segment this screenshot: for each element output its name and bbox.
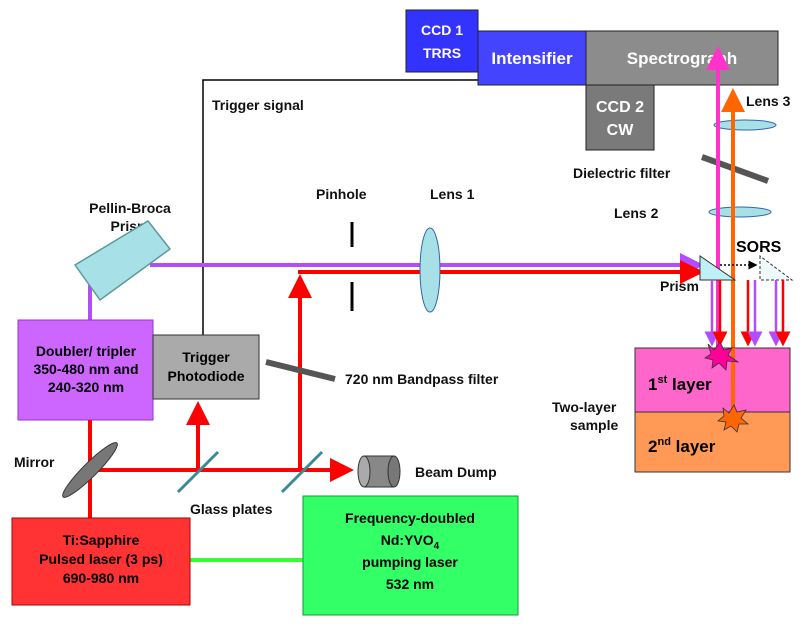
doubler-label: Doubler/ tripler	[36, 343, 137, 359]
ccd1-mode: TRRS	[423, 45, 461, 61]
ti-sapphire-label: Ti:Sapphire	[63, 532, 140, 548]
incident-beams-down	[704, 280, 791, 347]
lens1-label: Lens 1	[430, 186, 475, 202]
intensifier-label: Intensifier	[491, 49, 573, 68]
layer1-label: 1st layer	[648, 374, 712, 394]
ti-sapphire-pulse: Pulsed laser (3 ps)	[39, 551, 163, 567]
bandpass-label: 720 nm Bandpass filter	[345, 371, 499, 387]
bandpass-filter	[265, 359, 336, 382]
ccd2-box	[585, 84, 655, 151]
lens1	[419, 227, 441, 313]
trigger-signal-line	[202, 79, 480, 335]
beam-dump	[357, 455, 401, 488]
lens2-label: Lens 2	[614, 205, 659, 221]
nd-yvo4-wavelength: 532 nm	[386, 576, 434, 592]
lens3-label: Lens 3	[746, 93, 791, 109]
mirror-label: Mirror	[14, 454, 55, 470]
ccd1-box	[405, 9, 479, 73]
ti-sapphire-box	[11, 517, 191, 606]
nd-yvo4-role: pumping laser	[362, 554, 458, 570]
layer2-label: 2nd layer	[648, 436, 716, 456]
trigger-signal-label: Trigger signal	[212, 97, 304, 113]
ccd2-label: CCD 2	[596, 99, 644, 116]
prism-label: Prism	[660, 278, 699, 294]
nd-yvo4-box	[302, 495, 519, 616]
nd-yvo4-name: Nd:YVO4	[381, 532, 440, 552]
dielectric-filter-label: Dielectric filter	[573, 165, 671, 181]
doubler-range-1: 350-480 nm and	[33, 361, 138, 377]
mirror	[62, 442, 118, 498]
lens2	[708, 206, 772, 218]
photodiode-box	[152, 334, 260, 400]
glass-plates-label: Glass plates	[190, 501, 273, 517]
glass-plate-2	[280, 450, 324, 494]
two-layer-label: Two-layer	[552, 399, 617, 415]
scatter-burst-layer1	[704, 341, 740, 371]
prism	[699, 255, 737, 281]
sors-prism-offset	[759, 255, 794, 281]
scatter-burst-layer2	[717, 404, 750, 433]
lens3	[713, 119, 777, 131]
pellin-broca-label: Pellin-Broca	[89, 200, 171, 216]
photodiode-label-2: Photodiode	[168, 368, 245, 384]
spectrograph-box	[585, 30, 779, 86]
photodiode-label: Trigger	[182, 349, 230, 365]
beam-dump-label: Beam Dump	[415, 464, 497, 480]
sors-label: SORS	[736, 239, 782, 256]
ccd2-mode: CW	[607, 122, 635, 139]
doubler-range-2: 240-320 nm	[48, 379, 124, 395]
nd-yvo4-label: Frequency-doubled	[345, 510, 475, 526]
ti-sapphire-range: 690-980 nm	[63, 570, 139, 586]
spectrograph-label: Spectrograph	[627, 49, 738, 68]
two-layer-label-2: sample	[570, 417, 618, 433]
glass-plate-1	[176, 450, 220, 494]
pellin-broca-prism	[73, 220, 172, 302]
pinhole-label: Pinhole	[316, 186, 367, 202]
doubler-box	[17, 319, 154, 421]
intensifier-box	[477, 30, 587, 86]
ccd1-label: CCD 1	[421, 22, 463, 38]
sample-layer-2	[634, 411, 791, 473]
